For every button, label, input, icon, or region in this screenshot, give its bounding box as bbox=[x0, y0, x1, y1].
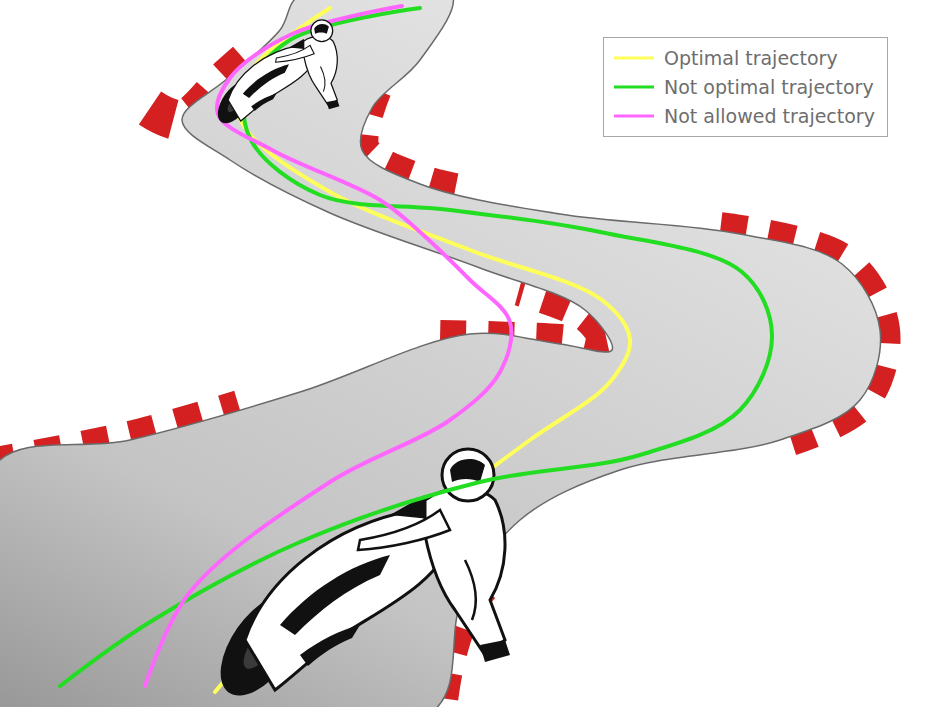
legend-label: Not optimal trajectory bbox=[664, 76, 874, 98]
legend-line-sample bbox=[612, 112, 656, 120]
legend-label: Optimal trajectory bbox=[664, 47, 838, 69]
legend-line-sample bbox=[612, 83, 656, 91]
legend-box: Optimal trajectoryNot optimal trajectory… bbox=[603, 37, 888, 137]
not-allowed-trajectory bbox=[145, 6, 511, 686]
legend-line bbox=[614, 56, 654, 59]
legend-line-sample bbox=[612, 54, 656, 62]
legend-line bbox=[614, 85, 654, 88]
legend-row: Optimal trajectory bbox=[612, 43, 875, 72]
legend-label: Not allowed trajectory bbox=[664, 105, 875, 127]
road-surface bbox=[0, 0, 881, 707]
legend-row: Not optimal trajectory bbox=[612, 72, 875, 101]
legend-row: Not allowed trajectory bbox=[612, 101, 875, 130]
legend-line bbox=[614, 114, 654, 117]
rider-figure-back bbox=[211, 20, 339, 130]
